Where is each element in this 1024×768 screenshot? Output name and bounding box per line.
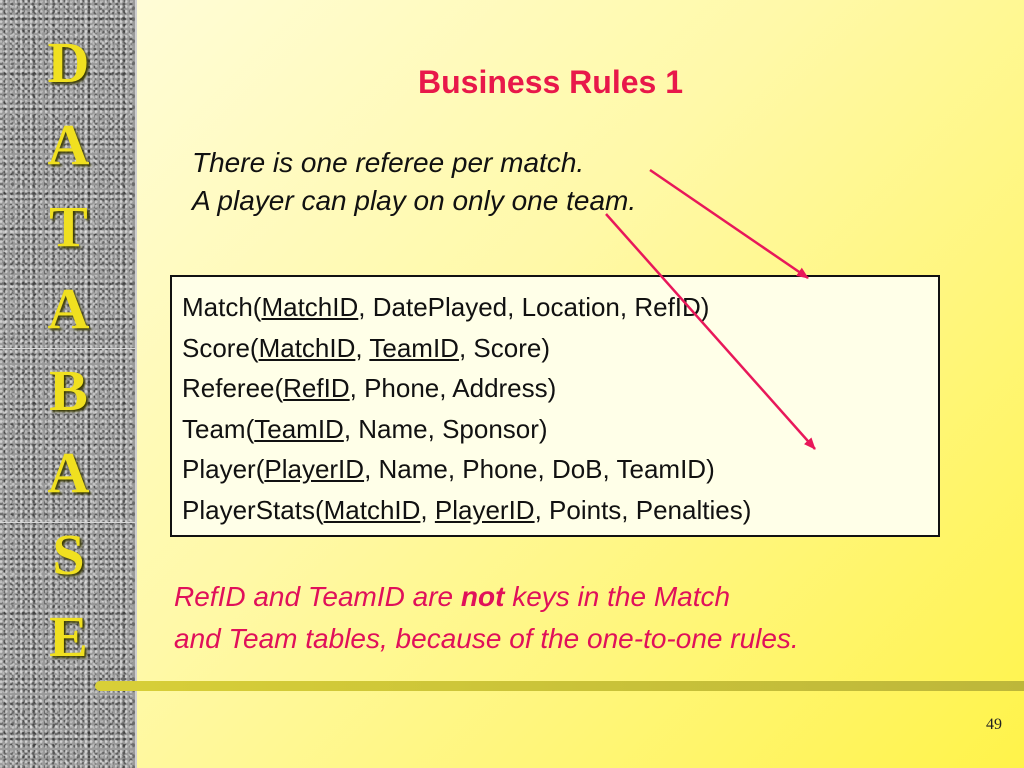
note-emphasis: not <box>460 581 505 612</box>
schema-text: , DatePlayed, Location, RefID) <box>358 292 710 322</box>
primary-key: MatchID <box>261 292 359 322</box>
note-text: keys in the Match <box>504 581 731 612</box>
arrow-team-to-teamid <box>605 213 816 450</box>
note-line-2: and Team tables, because of the one-to-o… <box>174 623 799 654</box>
schema-text: , <box>355 332 370 363</box>
note-line-1: RefID and TeamID are not keys in the Mat… <box>174 576 799 618</box>
sidebar-letter: A <box>47 112 90 177</box>
schema-text: , Points, Penalties) <box>534 494 752 525</box>
schema-text: PlayerStats( <box>182 494 324 525</box>
schema-line: Player(PlayerID, Name, Phone, DoB, TeamI… <box>182 449 938 490</box>
page-number: 49 <box>986 716 1002 733</box>
sidebar-letter: D <box>47 30 90 95</box>
sidebar-letter: T <box>49 194 88 259</box>
schema-line: Team(TeamID, Name, Sponsor) <box>182 409 938 450</box>
granite-sidebar: D A T A B A S E <box>0 0 137 768</box>
primary-key: RefID <box>283 373 350 403</box>
business-rules: There is one referee per match. A player… <box>192 144 636 220</box>
schema-line: Match(MatchID, DatePlayed, Location, Ref… <box>182 287 938 328</box>
sidebar-letter: A <box>47 440 90 505</box>
schema-text: Match( <box>182 292 262 322</box>
schema-text: Referee( <box>182 373 284 403</box>
sidebar-letter: S <box>52 522 85 587</box>
primary-key: MatchID <box>323 494 421 525</box>
schema-text: Score( <box>182 332 259 363</box>
sidebar-divider <box>0 522 137 523</box>
database-vertical-word: D A T A B A S E <box>0 22 137 678</box>
sidebar-edge <box>135 0 137 768</box>
rule-line: There is one referee per match. <box>192 147 585 178</box>
slide-title: Business Rules 1 <box>418 64 683 100</box>
sidebar-letter: E <box>49 604 88 669</box>
schema-text: , <box>420 494 435 525</box>
schema-text: , Name, Phone, DoB, TeamID) <box>364 454 715 484</box>
rule-line: A player can play on only one team. <box>192 185 637 216</box>
schema-text: , Score) <box>458 332 550 363</box>
primary-key: PlayerID <box>434 494 535 525</box>
primary-key: TeamID <box>369 332 459 363</box>
primary-key: PlayerID <box>264 454 365 484</box>
schema-text: Player( <box>182 454 265 484</box>
schema-text: , Phone, Address) <box>349 373 557 403</box>
primary-key: MatchID <box>258 332 356 363</box>
note-text: RefID and TeamID are <box>174 581 461 612</box>
primary-key: TeamID <box>254 413 344 444</box>
footer-bar <box>95 681 1024 691</box>
sidebar-divider <box>0 348 137 349</box>
schema-line: Score(MatchID, TeamID, Score) <box>182 328 938 369</box>
sidebar-letter: A <box>47 276 90 341</box>
schema-text: , Name, Sponsor) <box>343 413 548 444</box>
schema-line: PlayerStats(MatchID, PlayerID, Points, P… <box>182 490 938 531</box>
sidebar-letter: B <box>49 358 88 423</box>
schema-text: Team( <box>182 413 255 444</box>
schema-line: Referee(RefID, Phone, Address) <box>182 368 938 409</box>
arrow-referee-to-refid <box>649 168 809 280</box>
key-note: RefID and TeamID are not keys in the Mat… <box>174 576 799 660</box>
schema-box: Match(MatchID, DatePlayed, Location, Ref… <box>170 275 940 537</box>
